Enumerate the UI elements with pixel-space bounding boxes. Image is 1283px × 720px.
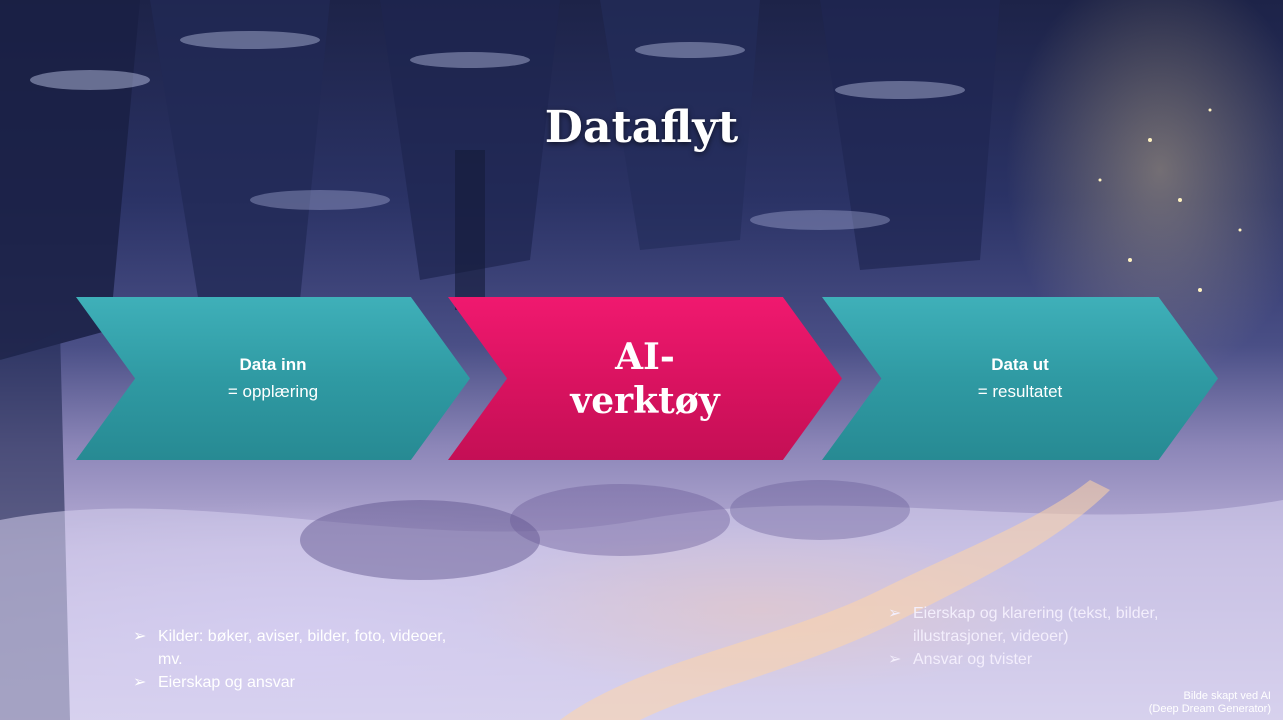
data-inn-subtitle: = opplæring [227, 382, 319, 401]
arrow-bullet-icon: ➢ [888, 605, 902, 622]
data-ut-chevron: Data ut = resultatet [822, 297, 1218, 460]
list-item: ➢ Kilder: bøker, aviser, bilder, foto, v… [133, 625, 463, 671]
right-bullet-list: ➢ Eierskap og klarering (tekst, bilder, … [888, 602, 1198, 671]
list-item: ➢ Eierskap og klarering (tekst, bilder, … [888, 602, 1198, 648]
arrow-bullet-icon: ➢ [888, 651, 902, 668]
data-inn-heading: Data inn [239, 355, 307, 374]
arrow-bullet-icon: ➢ [133, 674, 147, 691]
ai-verktoy-heading: AI-verktøy [570, 335, 720, 422]
slide-title: Dataflyt [544, 102, 739, 153]
credit-line-2: (Deep Dream Generator) [1148, 703, 1271, 715]
data-inn-chevron: Data inn = opplæring [76, 297, 470, 460]
bullet-text: Kilder: bøker, aviser, bilder, foto, vid… [158, 628, 447, 668]
data-ut-subtitle: = resultatet [977, 382, 1063, 401]
credit-line-1: Bilde skapt ved AI [1183, 690, 1271, 702]
arrow-bullet-icon: ➢ [133, 628, 147, 645]
bullet-text: Eierskap og klarering (tekst, bilder, il… [913, 605, 1159, 645]
ai-verktoy-chevron: AI-verktøy [448, 297, 842, 460]
bullet-text: Eierskap og ansvar [158, 674, 295, 691]
list-item: ➢ Ansvar og tvister [888, 648, 1198, 671]
bullet-text: Ansvar og tvister [913, 651, 1033, 668]
data-ut-heading: Data ut [991, 355, 1049, 374]
left-bullet-list: ➢ Kilder: bøker, aviser, bilder, foto, v… [133, 625, 463, 694]
image-credit: Bilde skapt ved AI (Deep Dream Generator… [1149, 690, 1271, 716]
list-item: ➢ Eierskap og ansvar [133, 671, 463, 694]
